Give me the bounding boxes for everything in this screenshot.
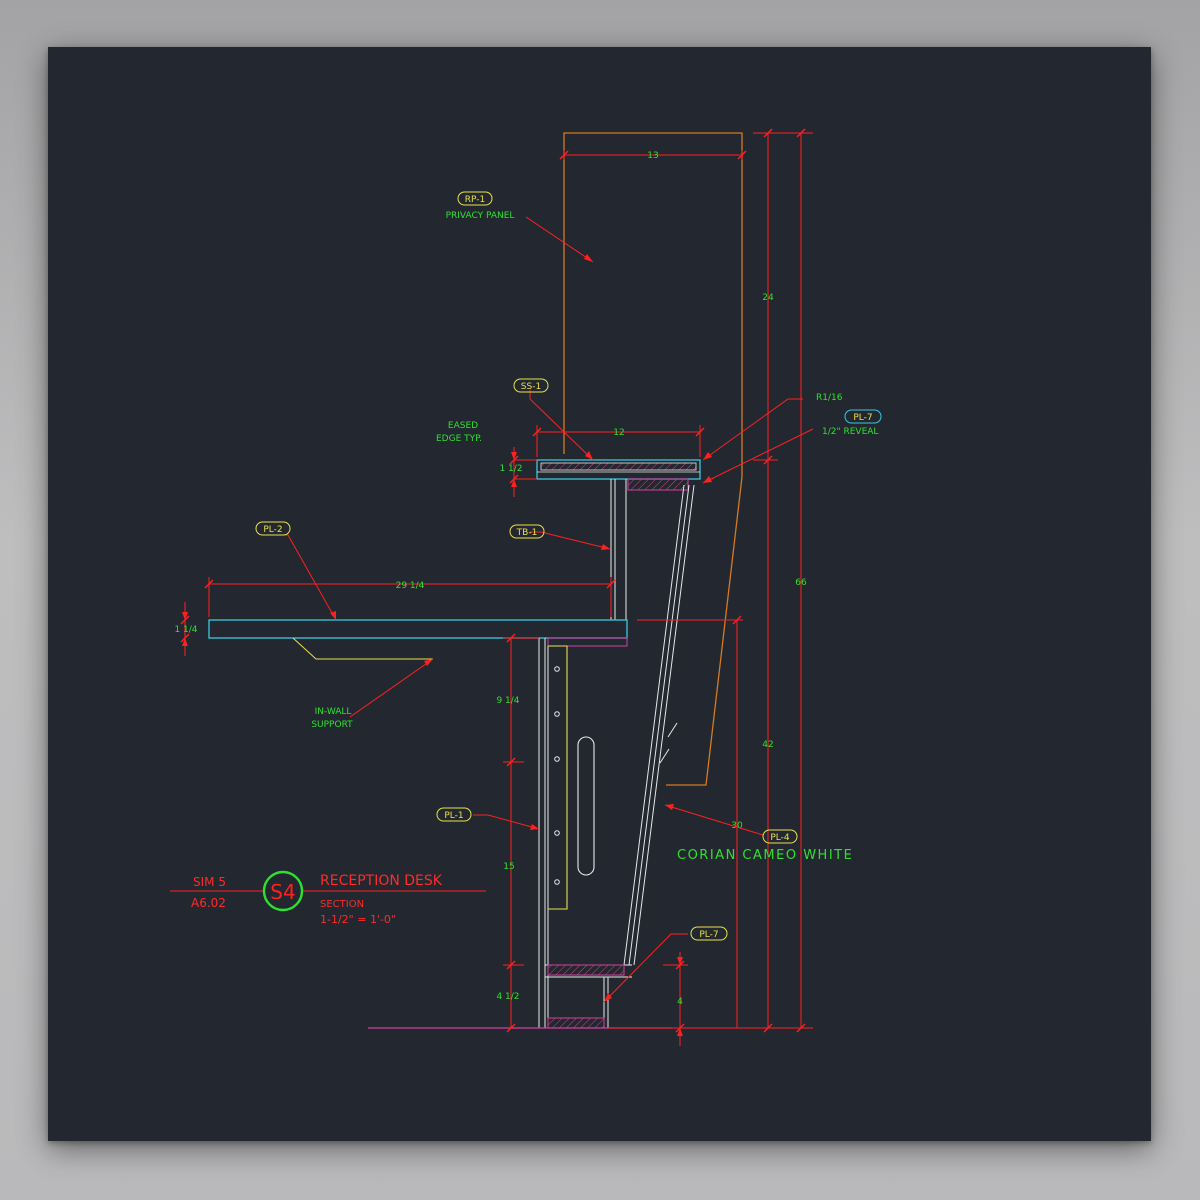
svg-text:SS-1: SS-1 — [521, 382, 541, 392]
dimension-lines — [184, 132, 813, 1046]
note-in-wall: IN-WALL — [315, 707, 352, 717]
title-scale: 1-1/2" = 1'-0" — [320, 913, 396, 926]
note-corian: CORIAN CAMEO WHITE — [677, 848, 853, 863]
leader-arrowheads — [330, 254, 712, 1002]
tag-pl-4: PL-4 — [762, 829, 798, 844]
sloped-face-line — [623, 484, 685, 966]
dim-4: 4 — [677, 997, 683, 1007]
sloped-face-line — [667, 722, 678, 738]
dim-1-1-2: 1 1/2 — [499, 464, 522, 474]
plate-bolt — [554, 711, 560, 717]
work-surface — [208, 619, 628, 639]
tag-pl-2: PL-2 — [255, 521, 291, 536]
in-wall-support-bracket — [292, 637, 433, 660]
access-slot — [577, 736, 595, 876]
svg-text:TB-1: TB-1 — [516, 528, 538, 538]
dimension-arrows — [182, 452, 683, 1036]
transaction-top — [536, 459, 701, 480]
note-reveal: 1/2" REVEAL — [822, 427, 878, 437]
note-eased: EASED — [448, 421, 478, 431]
title-block: S4 SIM 5 A6.02 RECEPTION DESK SECTION 1-… — [170, 870, 486, 926]
dim-1-1-4: 1 1/4 — [174, 625, 197, 635]
transaction-top-laminate — [540, 462, 697, 471]
svg-text:PL-4: PL-4 — [770, 833, 790, 843]
dim-30: 30 — [731, 821, 743, 831]
steel-plate — [548, 645, 568, 910]
dim-42: 42 — [762, 740, 773, 750]
work-surface-blocking — [547, 637, 628, 647]
tag-pl-7-bottom: PL-7 — [690, 926, 728, 941]
dim-29-1-4: 29 1/4 — [396, 581, 425, 591]
plate-bolt — [554, 756, 560, 762]
detail-bubble-label: S4 — [270, 880, 295, 904]
title-sim: SIM 5 — [193, 875, 226, 889]
title-sheet: A6.02 — [191, 896, 226, 910]
tag-tb-1: TB-1 — [509, 524, 545, 539]
privacy-panel — [563, 132, 743, 786]
dim-4-1-2: 4 1/2 — [496, 992, 519, 1002]
plate-bolt — [554, 666, 560, 672]
drawing-sheet: 13 24 12 1 1/2 29 1/4 1 1/4 66 9 1/4 42 … — [48, 47, 1151, 1141]
tag-ss-1: SS-1 — [513, 378, 549, 393]
cad-section-drawing: 13 24 12 1 1/2 29 1/4 1 1/4 66 9 1/4 42 … — [170, 128, 882, 1046]
detail-bubble — [262, 870, 304, 912]
svg-text:PL-2: PL-2 — [263, 525, 282, 535]
tag-pl-1: PL-1 — [436, 807, 472, 822]
plate-bolt — [554, 830, 560, 836]
dim-66: 66 — [795, 578, 807, 588]
svg-text:PL-7: PL-7 — [699, 930, 718, 940]
dim-15: 15 — [503, 862, 514, 872]
dim-9-1-4: 9 1/4 — [496, 696, 519, 706]
dim-12: 12 — [613, 428, 624, 438]
svg-text:PL-1: PL-1 — [444, 811, 463, 821]
svg-text:PL-7: PL-7 — [853, 413, 872, 423]
note-privacy-panel: PRIVACY PANEL — [446, 211, 515, 221]
dim-13: 13 — [647, 151, 658, 161]
sloped-face-line — [633, 484, 695, 966]
note-r1-16: R1/16 — [816, 393, 843, 403]
dimension-ticks — [180, 128, 806, 1033]
svg-text:RP-1: RP-1 — [465, 195, 485, 205]
tag-pl-7-top: PL-7 — [844, 409, 882, 424]
base-blocking — [547, 964, 625, 976]
dim-24: 24 — [762, 293, 774, 303]
note-edge-typ: EDGE TYP. — [436, 434, 482, 444]
title-name: RECEPTION DESK — [320, 873, 443, 889]
note-support: SUPPORT — [311, 720, 353, 730]
base-blocking — [547, 1017, 605, 1029]
top-blocking — [627, 478, 689, 491]
sloped-face-line — [659, 748, 670, 764]
title-subtitle: SECTION — [320, 899, 364, 910]
plate-bolt — [554, 879, 560, 885]
tag-rp-1: RP-1 — [457, 191, 493, 206]
sloped-face-line — [628, 484, 690, 966]
